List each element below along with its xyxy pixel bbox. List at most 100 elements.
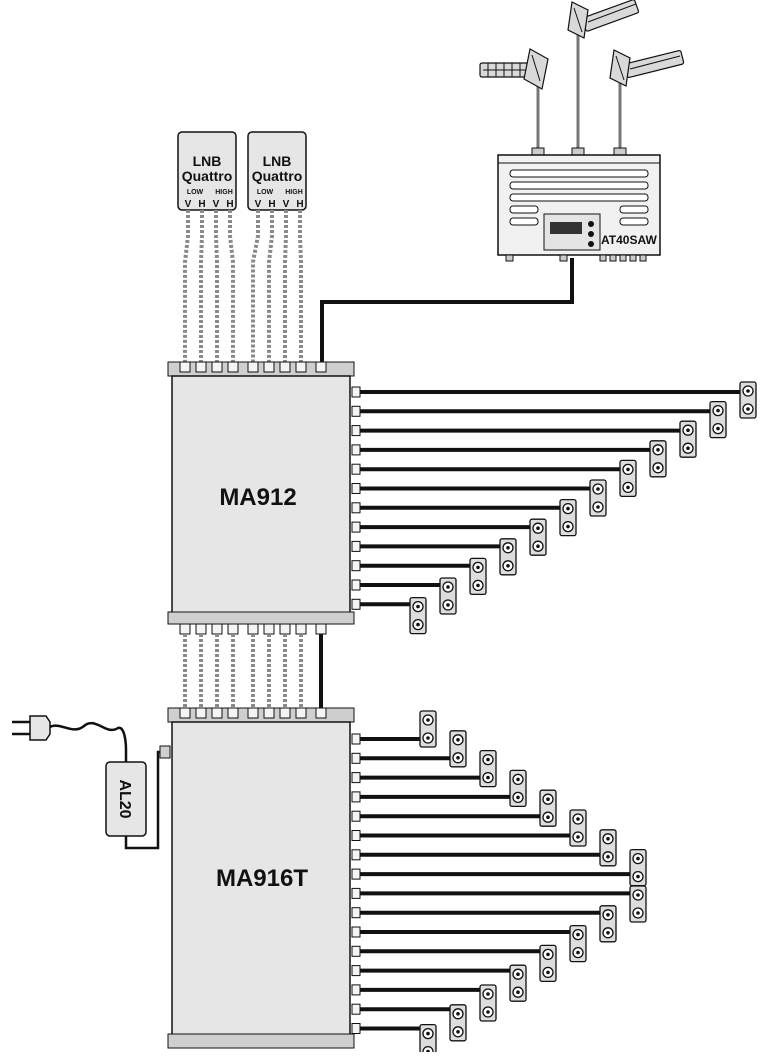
- input-port: [211, 361, 223, 373]
- input-port: [247, 707, 259, 719]
- output-port: [351, 733, 361, 745]
- ma912-outputs: [351, 381, 757, 635]
- output-port: [351, 386, 361, 398]
- wall-outlet-icon: [619, 459, 637, 498]
- antenna-right-icon: [609, 49, 685, 87]
- input-port: [195, 623, 207, 635]
- output-port: [351, 1003, 361, 1015]
- lnb-cable: [251, 210, 260, 362]
- wall-outlet-icon: [419, 1023, 437, 1057]
- wall-outlet-icon: [679, 420, 697, 458]
- terrestrial-cable: [320, 258, 574, 368]
- input-port: [315, 361, 327, 373]
- output-port: [351, 560, 361, 572]
- output-port: [351, 887, 361, 899]
- input-port: [295, 361, 307, 373]
- input-port: [179, 361, 191, 373]
- lnb-cable: [298, 210, 303, 362]
- wall-outlet-icon: [599, 905, 617, 943]
- wall-outlet-icon: [449, 730, 467, 768]
- wall-outlet-icon: [569, 924, 587, 963]
- output-port: [351, 405, 361, 417]
- lnb-2-band-high: HIGH: [285, 189, 303, 196]
- lnb-2-pol: H: [296, 199, 303, 210]
- lnb-1-pol: H: [226, 199, 233, 210]
- output-port: [351, 752, 361, 764]
- input-port: [279, 623, 291, 635]
- lnb-2: LNB Quattro LOW HIGH V H V H: [247, 131, 307, 211]
- antenna-middle-icon: [567, 0, 640, 39]
- wall-outlet-icon: [709, 400, 727, 439]
- output-port: [351, 965, 361, 977]
- output-port: [351, 907, 361, 919]
- antenna-left-icon: [479, 48, 549, 90]
- lnb-2-band-low: LOW: [257, 189, 274, 196]
- lnb-2-line2: Quattro: [252, 168, 303, 184]
- ma916t-label: MA916T: [216, 865, 308, 892]
- output-port: [351, 598, 361, 610]
- wall-outlet-icon: [529, 518, 547, 556]
- wall-outlet-icon: [539, 944, 557, 983]
- wall-outlet-icon: [479, 984, 497, 1022]
- input-port: [295, 623, 307, 635]
- lnb-1-band-low: LOW: [187, 189, 204, 196]
- wall-outlet-icon: [599, 829, 617, 867]
- lnb-cable: [267, 210, 274, 362]
- power-plug-icon: [12, 715, 51, 741]
- input-port: [315, 707, 327, 719]
- lnb-2-pol: H: [268, 199, 275, 210]
- lnb-1-line1: LNB: [193, 153, 222, 169]
- output-port: [351, 772, 361, 784]
- wall-outlet-icon: [469, 557, 487, 596]
- input-port: [227, 707, 239, 719]
- terrestrial-antennas: [479, 0, 685, 153]
- wall-outlet-icon: [739, 381, 757, 419]
- power-cable: [47, 721, 128, 762]
- output-port: [351, 810, 361, 822]
- output-port: [351, 1023, 361, 1034]
- wall-outlet-icon: [649, 440, 667, 478]
- wall-outlet-icon: [629, 848, 647, 887]
- lnb-cable: [283, 210, 288, 362]
- input-port: [211, 707, 223, 719]
- ma916t-outputs: [351, 710, 647, 1057]
- wall-outlet-icon: [629, 885, 647, 923]
- output-port: [351, 579, 361, 591]
- power-supply-label: AL20: [116, 779, 133, 818]
- input-port: [195, 361, 207, 373]
- wall-outlet-icon: [479, 749, 497, 788]
- output-port: [351, 463, 361, 475]
- output-port: [351, 425, 361, 437]
- input-port: [227, 361, 239, 373]
- antenna-amplifier: AT40SAW: [497, 147, 661, 262]
- input-port: [263, 361, 275, 373]
- wall-outlet-icon: [569, 809, 587, 847]
- lnb-cables: [183, 210, 303, 362]
- output-port: [351, 540, 361, 552]
- input-port: [315, 623, 327, 635]
- wall-outlet-icon: [509, 964, 527, 1002]
- wall-outlet-icon: [439, 577, 457, 615]
- lnb-cable: [199, 210, 204, 362]
- wall-outlet-icon: [589, 479, 607, 517]
- input-port: [279, 707, 291, 719]
- input-port: [179, 707, 191, 719]
- lnb-cable: [228, 210, 235, 362]
- multiswitch-ma912: MA912: [167, 361, 355, 635]
- lnb-1-pol: V: [213, 199, 220, 210]
- lnb-1-pol: V: [185, 199, 192, 210]
- output-port: [351, 521, 361, 533]
- wall-outlet-icon: [409, 596, 427, 635]
- lnb-cable: [183, 210, 190, 362]
- output-port: [351, 830, 361, 841]
- input-port: [247, 623, 259, 635]
- output-port: [351, 444, 361, 456]
- lnb-cable: [214, 210, 219, 362]
- input-port: [179, 623, 191, 635]
- cascade-cables: [183, 634, 323, 708]
- output-port: [351, 984, 361, 996]
- power-supply: AL20: [12, 715, 171, 850]
- amplifier-label: AT40SAW: [601, 233, 657, 247]
- input-port: [195, 707, 207, 719]
